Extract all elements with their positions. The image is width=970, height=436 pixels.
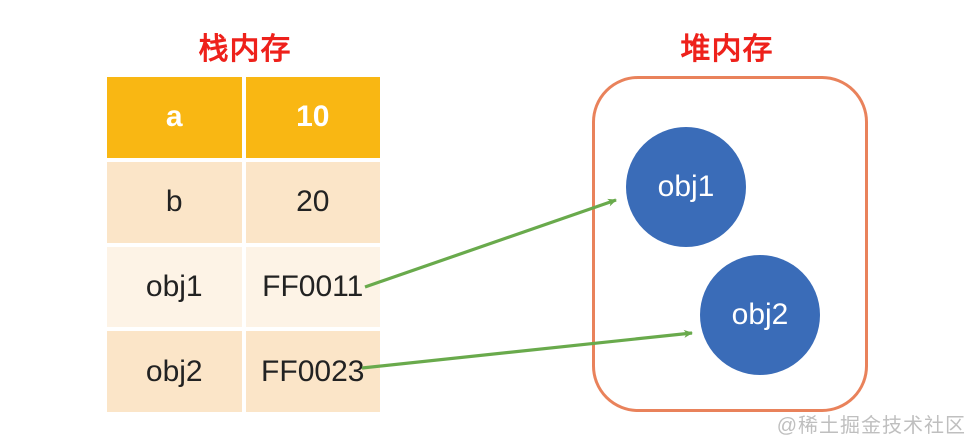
reference-arrow-obj1 bbox=[364, 198, 617, 289]
stack-cell-name-a: a bbox=[107, 77, 242, 158]
stack-cell-name-obj1: obj1 bbox=[107, 246, 242, 328]
watermark: @稀土掘金技术社区 bbox=[776, 415, 966, 436]
stack-memory-title: 栈内存 bbox=[198, 33, 292, 66]
heap-object-obj2: obj2 bbox=[700, 255, 820, 375]
stack-cell-value-obj2: FF0023 bbox=[245, 331, 380, 412]
stack-table: a 10 b 20 obj1 FF0011 obj2 FF0023 bbox=[107, 77, 380, 412]
heap-memory-title: 堆内存 bbox=[680, 33, 774, 66]
heap-object-obj1-label: obj1 bbox=[657, 170, 715, 203]
stack-cell-name-b: b bbox=[107, 161, 242, 243]
stack-cell-value-a: 10 bbox=[245, 77, 380, 158]
stack-cell-value-b: 20 bbox=[245, 161, 380, 243]
stack-cell-value-obj1: FF0011 bbox=[245, 246, 380, 328]
heap-object-obj1: obj1 bbox=[626, 127, 746, 247]
heap-object-obj2-label: obj2 bbox=[731, 298, 789, 331]
stack-cell-name-obj2: obj2 bbox=[107, 331, 242, 412]
